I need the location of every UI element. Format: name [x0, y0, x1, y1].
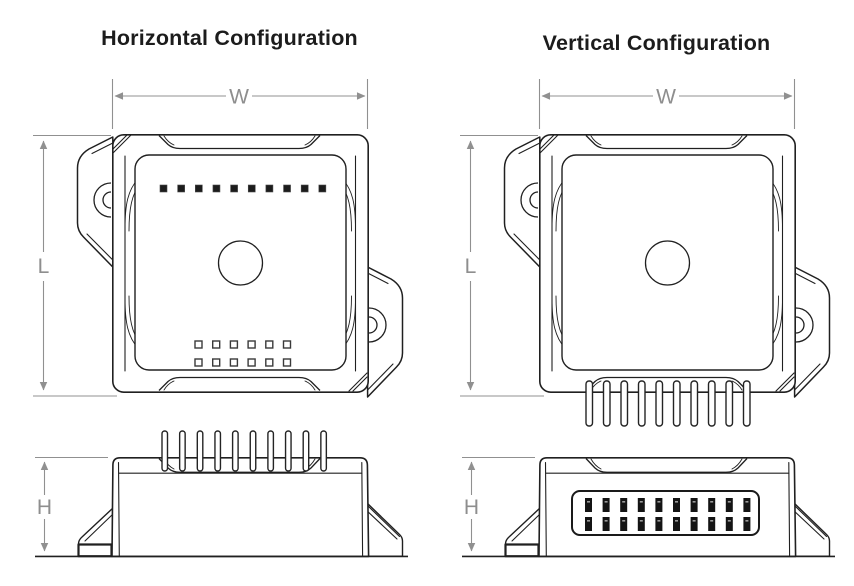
solder-pad-grid: [194, 340, 292, 367]
pin-pad-row: [159, 184, 327, 193]
height-dimension-label: H: [464, 496, 479, 519]
length-dimension-label: L: [465, 255, 477, 278]
width-dimension-label: W: [656, 86, 676, 109]
connector-socket-grid: [585, 498, 751, 531]
vertical-dimensions: W L H: [460, 79, 796, 552]
vertical-top-view: [503, 134, 831, 427]
horizontal-side-view: [35, 430, 408, 558]
through-pins-down: [585, 380, 751, 427]
horizontal-config-drawing: W L H: [33, 79, 408, 558]
horizontal-dimensions: W L H: [33, 79, 369, 552]
through-pins-up: [161, 430, 328, 472]
length-dimension-label: L: [38, 255, 50, 278]
horizontal-top-view: [76, 134, 404, 398]
height-dimension-label: H: [37, 496, 52, 519]
vertical-configuration-title: Vertical Configuration: [542, 31, 771, 55]
vertical-side-view: [462, 456, 835, 558]
horizontal-configuration-title: Horizontal Configuration: [101, 26, 358, 50]
width-dimension-label: W: [229, 86, 249, 109]
vertical-config-drawing: W L H: [460, 79, 835, 558]
